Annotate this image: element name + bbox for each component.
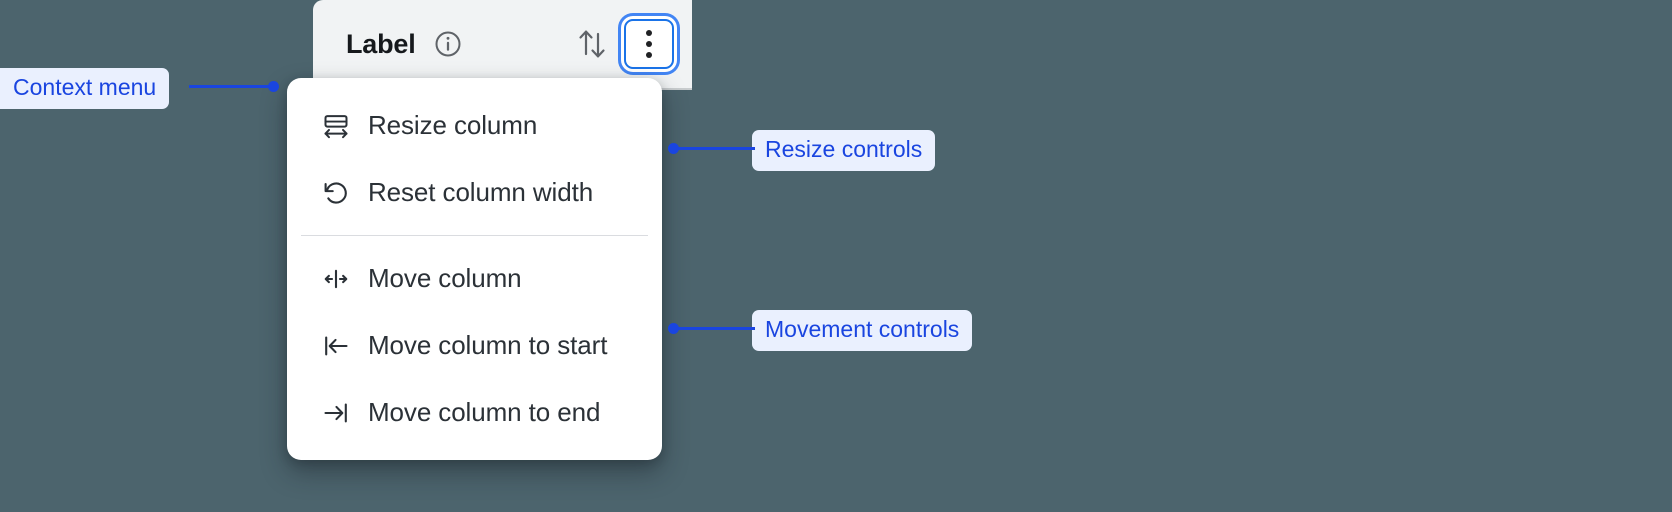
- annotation-leader-line-context-menu: [189, 85, 272, 88]
- menu-item-move-column[interactable]: Move column: [287, 245, 662, 312]
- move-column-icon: [321, 264, 351, 294]
- resize-column-icon: [321, 111, 351, 141]
- sort-up-down-icon[interactable]: [574, 24, 610, 64]
- annotation-label-resize-controls: Resize controls: [752, 130, 936, 172]
- annotation-label-movement-controls: Movement controls: [752, 310, 973, 352]
- info-circle-icon[interactable]: [433, 29, 463, 59]
- column-header-label: Label: [346, 28, 416, 59]
- kebab-dot-2: [646, 41, 652, 47]
- menu-item-reset-column-width[interactable]: Reset column width: [287, 159, 662, 226]
- reset-width-icon: [321, 178, 351, 208]
- menu-item-label: Resize column: [368, 110, 538, 140]
- kebab-dot-1: [646, 30, 652, 36]
- annotation-anchor-dot-resize-controls: [668, 143, 679, 154]
- annotation-leader-line-resize-controls: [673, 147, 755, 150]
- column-menu-button[interactable]: [624, 19, 674, 69]
- menu-item-move-column-to-start[interactable]: Move column to start: [287, 312, 662, 379]
- move-to-start-icon: [321, 331, 351, 361]
- column-context-menu: Resize column Reset column width Move co…: [287, 78, 662, 460]
- annotation-anchor-dot-context-menu: [268, 81, 279, 92]
- menu-item-move-column-to-end[interactable]: Move column to end: [287, 379, 662, 446]
- menu-item-label: Move column to end: [368, 397, 601, 427]
- menu-divider: [301, 235, 648, 236]
- move-to-end-icon: [321, 398, 351, 428]
- menu-item-label: Move column: [368, 263, 522, 293]
- menu-item-resize-column[interactable]: Resize column: [287, 92, 662, 159]
- menu-item-label: Reset column width: [368, 177, 594, 207]
- annotation-anchor-dot-movement-controls: [668, 323, 679, 334]
- kebab-dot-3: [646, 52, 652, 58]
- menu-item-label: Move column to start: [368, 330, 608, 360]
- column-header: Label: [313, 0, 692, 90]
- annotation-label-context-menu: Context menu: [0, 68, 170, 110]
- annotation-leader-line-movement-controls: [673, 327, 755, 330]
